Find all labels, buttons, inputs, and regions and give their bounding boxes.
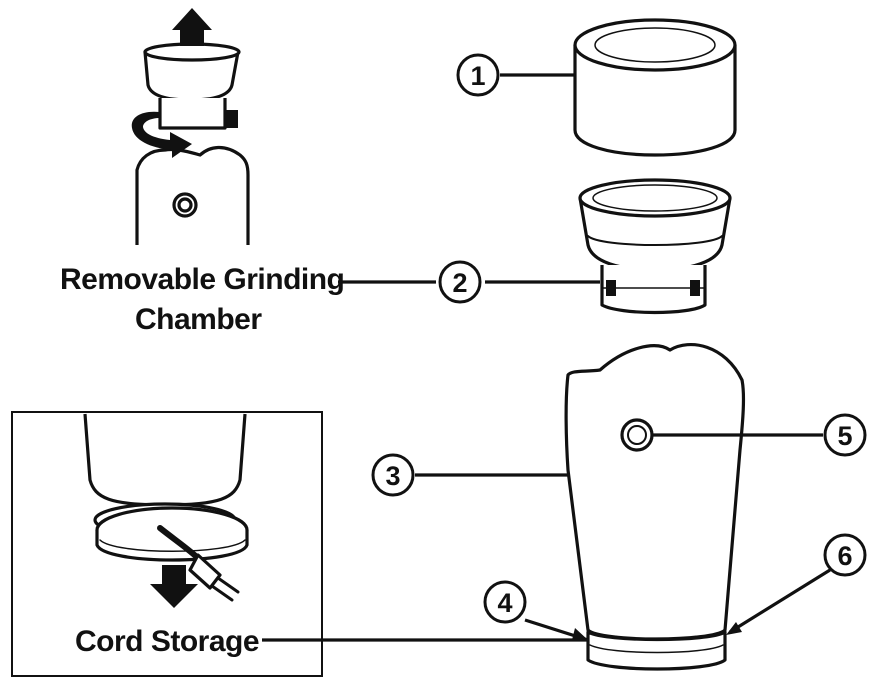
svg-text:4: 4 — [497, 588, 512, 618]
grinding-chamber-label-line2: Chamber — [135, 303, 262, 336]
callout-5: 5 — [825, 415, 865, 455]
up-arrow-icon — [172, 8, 212, 46]
svg-text:1: 1 — [470, 61, 485, 91]
part-base-body — [566, 345, 743, 669]
svg-text:6: 6 — [837, 541, 852, 571]
leader-6 — [730, 570, 830, 632]
svg-text:5: 5 — [837, 421, 852, 451]
part-lid — [575, 20, 735, 155]
removal-chamber-collar — [160, 98, 225, 128]
callout-2: 2 — [440, 262, 480, 302]
part-grinding-chamber — [580, 180, 730, 313]
removal-base-button — [174, 194, 196, 216]
callout-1: 1 — [458, 55, 498, 95]
leader-6-arrowhead — [726, 622, 742, 635]
cord-storage-label: Cord Storage — [75, 625, 259, 658]
removal-chamber-rim — [145, 44, 239, 60]
leader-4-arrowhead — [572, 628, 588, 640]
chamber-removal-illustration — [132, 8, 248, 245]
grinding-chamber-label-line1: Removable Grinding — [60, 263, 344, 296]
callout-3: 3 — [373, 455, 413, 495]
svg-text:3: 3 — [385, 461, 400, 491]
callout-4: 4 — [485, 582, 525, 622]
rotate-arrow-tail — [225, 110, 238, 128]
callout-6: 6 — [825, 535, 865, 575]
svg-text:2: 2 — [452, 268, 467, 298]
